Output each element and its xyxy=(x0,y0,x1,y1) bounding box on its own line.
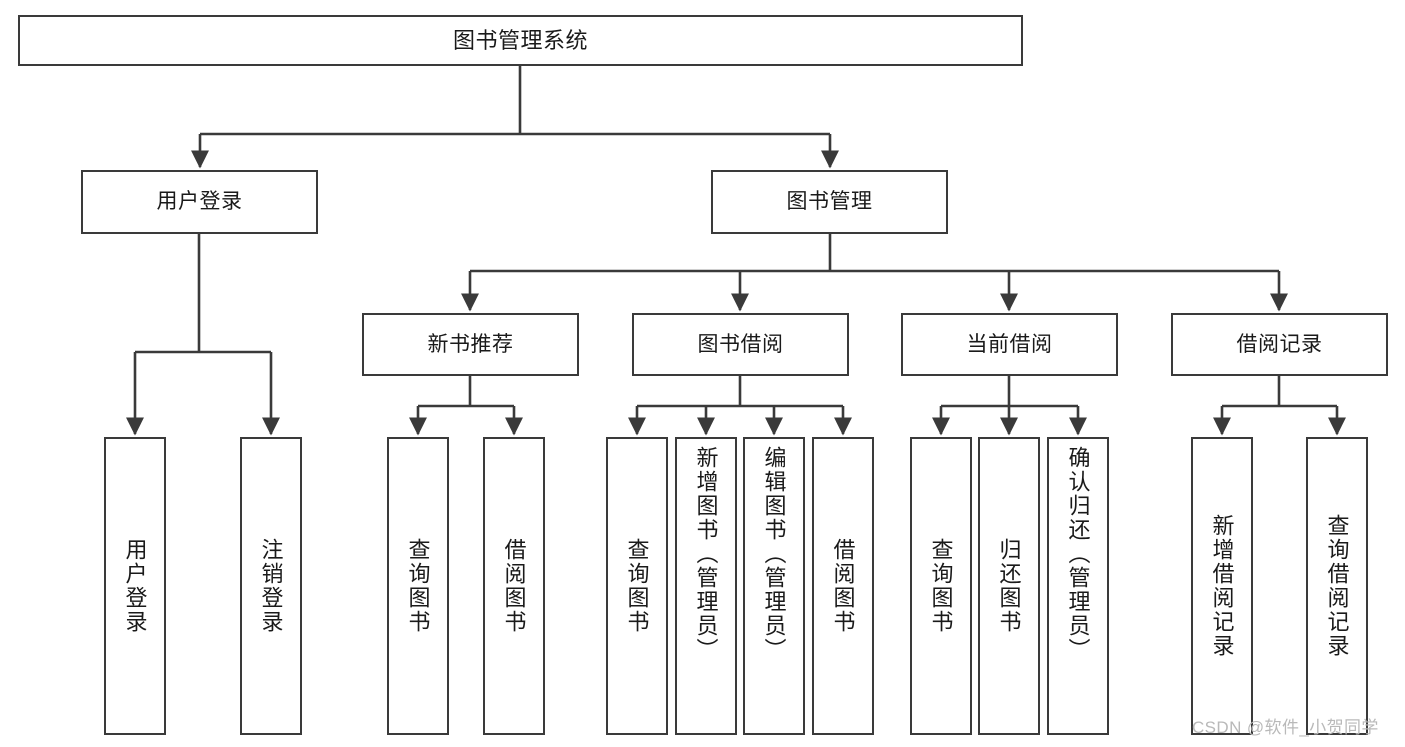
leaf-query-book-2[interactable]: 查询图书 xyxy=(606,437,668,735)
leaf-add-record-label: 新增借阅记录 xyxy=(1209,514,1235,658)
node-borrow-record-label: 借阅记录 xyxy=(1236,332,1323,356)
node-current-borrow[interactable]: 当前借阅 xyxy=(901,313,1118,376)
leaf-query-book-1-label: 查询图书 xyxy=(405,538,431,634)
leaf-query-book-1[interactable]: 查询图书 xyxy=(387,437,449,735)
node-book-manage[interactable]: 图书管理 xyxy=(711,170,948,234)
node-root-label: 图书管理系统 xyxy=(452,27,588,53)
leaf-borrow-book-1-label: 借阅图书 xyxy=(501,538,527,634)
leaf-logout-login-label: 注销登录 xyxy=(258,538,284,634)
leaf-query-book-2-label: 查询图书 xyxy=(624,538,650,634)
leaf-query-record[interactable]: 查询借阅记录 xyxy=(1306,437,1368,735)
leaf-query-book-3[interactable]: 查询图书 xyxy=(910,437,972,735)
leaf-query-record-label: 查询借阅记录 xyxy=(1324,514,1350,658)
leaf-confirm-return[interactable]: 确认归还（管理员） xyxy=(1047,437,1109,735)
node-user-login-label: 用户登录 xyxy=(156,190,243,214)
leaf-user-login-label: 用户登录 xyxy=(122,538,148,634)
leaf-query-book-3-label: 查询图书 xyxy=(928,538,954,634)
node-new-book-recommend-label: 新书推荐 xyxy=(427,332,514,356)
node-user-login[interactable]: 用户登录 xyxy=(81,170,318,234)
leaf-user-login[interactable]: 用户登录 xyxy=(104,437,166,735)
leaf-add-record[interactable]: 新增借阅记录 xyxy=(1191,437,1253,735)
node-new-book-recommend[interactable]: 新书推荐 xyxy=(362,313,579,376)
leaf-borrow-book-2-label: 借阅图书 xyxy=(830,538,856,634)
node-root[interactable]: 图书管理系统 xyxy=(18,15,1023,66)
node-borrow-record[interactable]: 借阅记录 xyxy=(1171,313,1388,376)
leaf-edit-book[interactable]: 编辑图书（管理员） xyxy=(743,437,805,735)
leaf-borrow-book-2[interactable]: 借阅图书 xyxy=(812,437,874,735)
node-current-borrow-label: 当前借阅 xyxy=(966,332,1053,356)
leaf-add-book[interactable]: 新增图书（管理员） xyxy=(675,437,737,735)
leaf-confirm-return-label: 确认归还（管理员） xyxy=(1065,446,1091,662)
leaf-edit-book-label: 编辑图书（管理员） xyxy=(761,446,787,662)
node-book-manage-label: 图书管理 xyxy=(786,190,873,214)
leaf-return-book-label: 归还图书 xyxy=(996,538,1022,634)
node-book-borrow[interactable]: 图书借阅 xyxy=(632,313,849,376)
watermark: CSDN @软件_小贺同学 xyxy=(1192,718,1379,737)
leaf-return-book[interactable]: 归还图书 xyxy=(978,437,1040,735)
leaf-borrow-book-1[interactable]: 借阅图书 xyxy=(483,437,545,735)
leaf-logout-login[interactable]: 注销登录 xyxy=(240,437,302,735)
node-book-borrow-label: 图书借阅 xyxy=(697,332,784,356)
leaf-add-book-label: 新增图书（管理员） xyxy=(693,446,719,662)
